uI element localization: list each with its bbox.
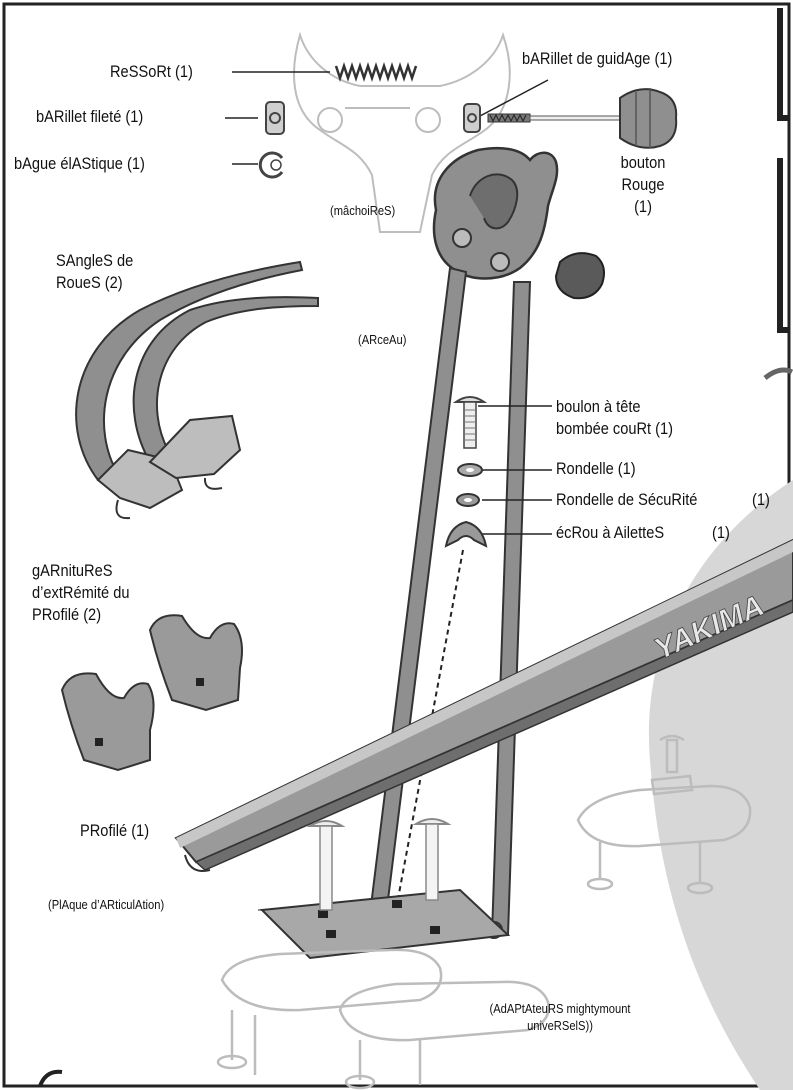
- adapters-label: (AdAPtAteuRS mightymount univeRSelS)): [489, 1001, 631, 1033]
- frame-label: (ARceAu): [358, 332, 407, 347]
- wheel-straps-part: [75, 260, 319, 520]
- lock-washer-label: Rondelle de SécuRité: [556, 490, 698, 509]
- adapters-ghost: [216, 734, 752, 1090]
- jaws-label: (mâchoiReS): [330, 203, 396, 218]
- wheel-straps-label: SAngleS de RoueS (2): [56, 251, 134, 292]
- elastic-ring-part: [232, 151, 284, 179]
- spring-part: [232, 62, 418, 82]
- short-bolt-label: boulon à tête bombée couRt (1): [556, 397, 674, 438]
- spring-label: ReSSoRt (1): [110, 62, 193, 81]
- washer-label: Rondelle (1): [556, 459, 636, 478]
- arceau-frame: [366, 266, 532, 939]
- short-bolt-part: [452, 396, 552, 449]
- guide-barrel-part: [463, 79, 549, 133]
- elastic-ring-label: bAgue élAStique (1): [14, 154, 145, 173]
- lock-washer-part: [456, 493, 552, 507]
- end-caps-label: gARnituReS d’extRémité du PRofilé (2): [32, 561, 130, 624]
- pivot-plate-part: [259, 818, 511, 960]
- edge-tab-top: [777, 8, 790, 121]
- edge-tab-bump: [763, 367, 793, 380]
- jaws-ghost: [293, 31, 511, 233]
- profile-label: PRofilé (1): [80, 821, 150, 840]
- threaded-barrel-part: [225, 101, 285, 135]
- red-knob-part: [487, 88, 678, 149]
- pivot-plate-label: (PlAque d’ARticulAtion): [48, 897, 165, 912]
- wing-nut-qty: (1): [712, 523, 730, 542]
- guide-barrel-label: bARillet de guidAge (1): [522, 49, 673, 68]
- end-caps-part: [60, 614, 243, 772]
- edge-tab-middle: [777, 158, 790, 333]
- wing-nut-label: écRou à AiletteS: [556, 523, 665, 542]
- corner-curl-mark: [38, 1069, 63, 1087]
- profile-rail: YAKIMA: [174, 538, 793, 872]
- assembly-dashed-line: [394, 549, 464, 916]
- clamp-head: [432, 146, 605, 300]
- washer-part: [457, 463, 552, 477]
- red-knob-label: bouton Rouge (1): [620, 153, 666, 216]
- lock-washer-qty: (1): [752, 490, 770, 509]
- threaded-barrel-label: bARillet fileté (1): [36, 107, 144, 126]
- wing-nut-part: [444, 520, 552, 548]
